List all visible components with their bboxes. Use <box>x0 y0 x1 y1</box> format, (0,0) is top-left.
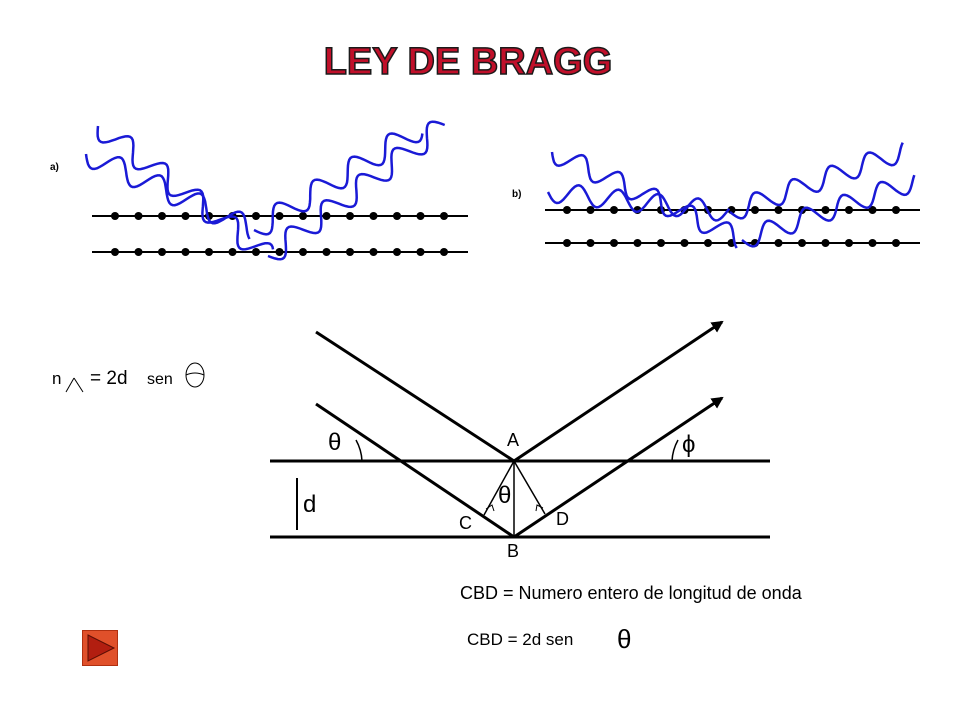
reflected-wave-2 <box>729 142 904 220</box>
atom <box>633 239 642 247</box>
atom <box>369 248 378 256</box>
right-angle-d <box>535 504 544 512</box>
atom <box>275 212 284 220</box>
incident-angle-arc <box>355 439 363 462</box>
atom <box>821 206 830 214</box>
reflected-wave-1 <box>741 174 916 248</box>
atom <box>704 239 712 247</box>
panel-a: a) <box>50 120 468 261</box>
equation-equals-2d: = 2d <box>90 368 128 389</box>
theta-label: θ <box>328 429 341 456</box>
atom <box>774 239 783 247</box>
bragg-geometry: d θ ϕ θ A B C D <box>270 320 770 561</box>
atom <box>774 206 783 214</box>
atom <box>868 206 877 214</box>
page-title: LEY DE BRAGG <box>324 41 613 83</box>
atom <box>205 248 213 256</box>
atom <box>821 239 830 247</box>
atom <box>322 212 331 220</box>
atom <box>610 206 618 214</box>
caption-cbd-integer: CBD = Numero entero de longitud de onda <box>460 583 803 603</box>
theta-center-label: θ <box>498 482 511 509</box>
atom <box>657 239 665 247</box>
atom <box>563 206 571 214</box>
incident-wave-2 <box>84 153 251 240</box>
right-angle-c <box>485 504 495 512</box>
atom <box>416 212 425 220</box>
reflected-ray-2 <box>513 396 724 539</box>
atom <box>845 239 853 247</box>
incident-ray-1 <box>315 330 515 463</box>
atom <box>134 212 143 220</box>
atom <box>369 212 378 220</box>
atom <box>252 212 260 220</box>
panel-b: b) <box>512 142 920 249</box>
perpendicular-ac <box>483 460 515 516</box>
atom <box>563 239 571 247</box>
equation-n: n <box>52 369 61 388</box>
incident-wave-1 <box>550 151 738 249</box>
atom <box>181 212 190 220</box>
atom <box>346 248 354 256</box>
incident-wave-2 <box>546 184 731 222</box>
play-icon <box>87 634 116 662</box>
spacing-label: d <box>303 491 316 518</box>
atom <box>892 239 900 247</box>
atom <box>181 248 190 256</box>
lambda-icon <box>65 377 84 393</box>
atom <box>322 248 331 256</box>
incident-wave-1 <box>96 125 275 251</box>
atom <box>798 239 806 247</box>
point-d-label: D <box>556 509 569 529</box>
point-a-label: A <box>507 430 519 450</box>
atom <box>111 248 119 256</box>
atom <box>586 206 595 214</box>
reflected-wave-2 <box>253 132 424 236</box>
atom <box>892 206 900 214</box>
point-b-label: B <box>507 541 519 561</box>
atom <box>275 248 284 256</box>
atom <box>158 212 166 220</box>
atom <box>228 248 237 256</box>
atoms-panel-a <box>111 212 448 256</box>
atom <box>299 212 307 220</box>
atom <box>393 248 401 256</box>
atoms-panel-b <box>563 206 900 247</box>
reflected-ray-1 <box>513 320 724 463</box>
panel-a-label: a) <box>50 162 59 173</box>
theta-bar <box>185 372 205 376</box>
atom <box>440 212 448 220</box>
atom <box>586 239 595 247</box>
point-c-label: C <box>459 513 472 533</box>
atom <box>252 248 260 256</box>
caption-cbd-formula: CBD = 2d sen <box>467 630 573 649</box>
reflected-wave-1 <box>267 120 446 261</box>
perpendicular-ad <box>513 460 546 515</box>
equation-sen: sen <box>147 371 173 388</box>
atom <box>416 248 425 256</box>
reflect-angle-arc <box>671 439 679 462</box>
atom <box>299 248 307 256</box>
atom <box>610 239 618 247</box>
atom <box>868 239 877 247</box>
caption-theta-symbol: θ <box>617 624 631 654</box>
atom <box>727 206 736 214</box>
panel-b-label: b) <box>512 189 521 200</box>
theta-symbol-icon <box>185 362 205 388</box>
atom <box>751 206 759 214</box>
atom <box>111 212 119 220</box>
atom <box>158 248 166 256</box>
next-slide-button[interactable] <box>82 630 118 666</box>
bragg-equation: n = 2d sen <box>52 362 205 393</box>
atom <box>680 239 689 247</box>
atom <box>134 248 143 256</box>
incident-ray-2 <box>315 402 515 539</box>
phi-label: ϕ <box>682 431 695 458</box>
atom <box>346 212 354 220</box>
atom <box>845 206 853 214</box>
atom <box>440 248 448 256</box>
atom <box>393 212 401 220</box>
